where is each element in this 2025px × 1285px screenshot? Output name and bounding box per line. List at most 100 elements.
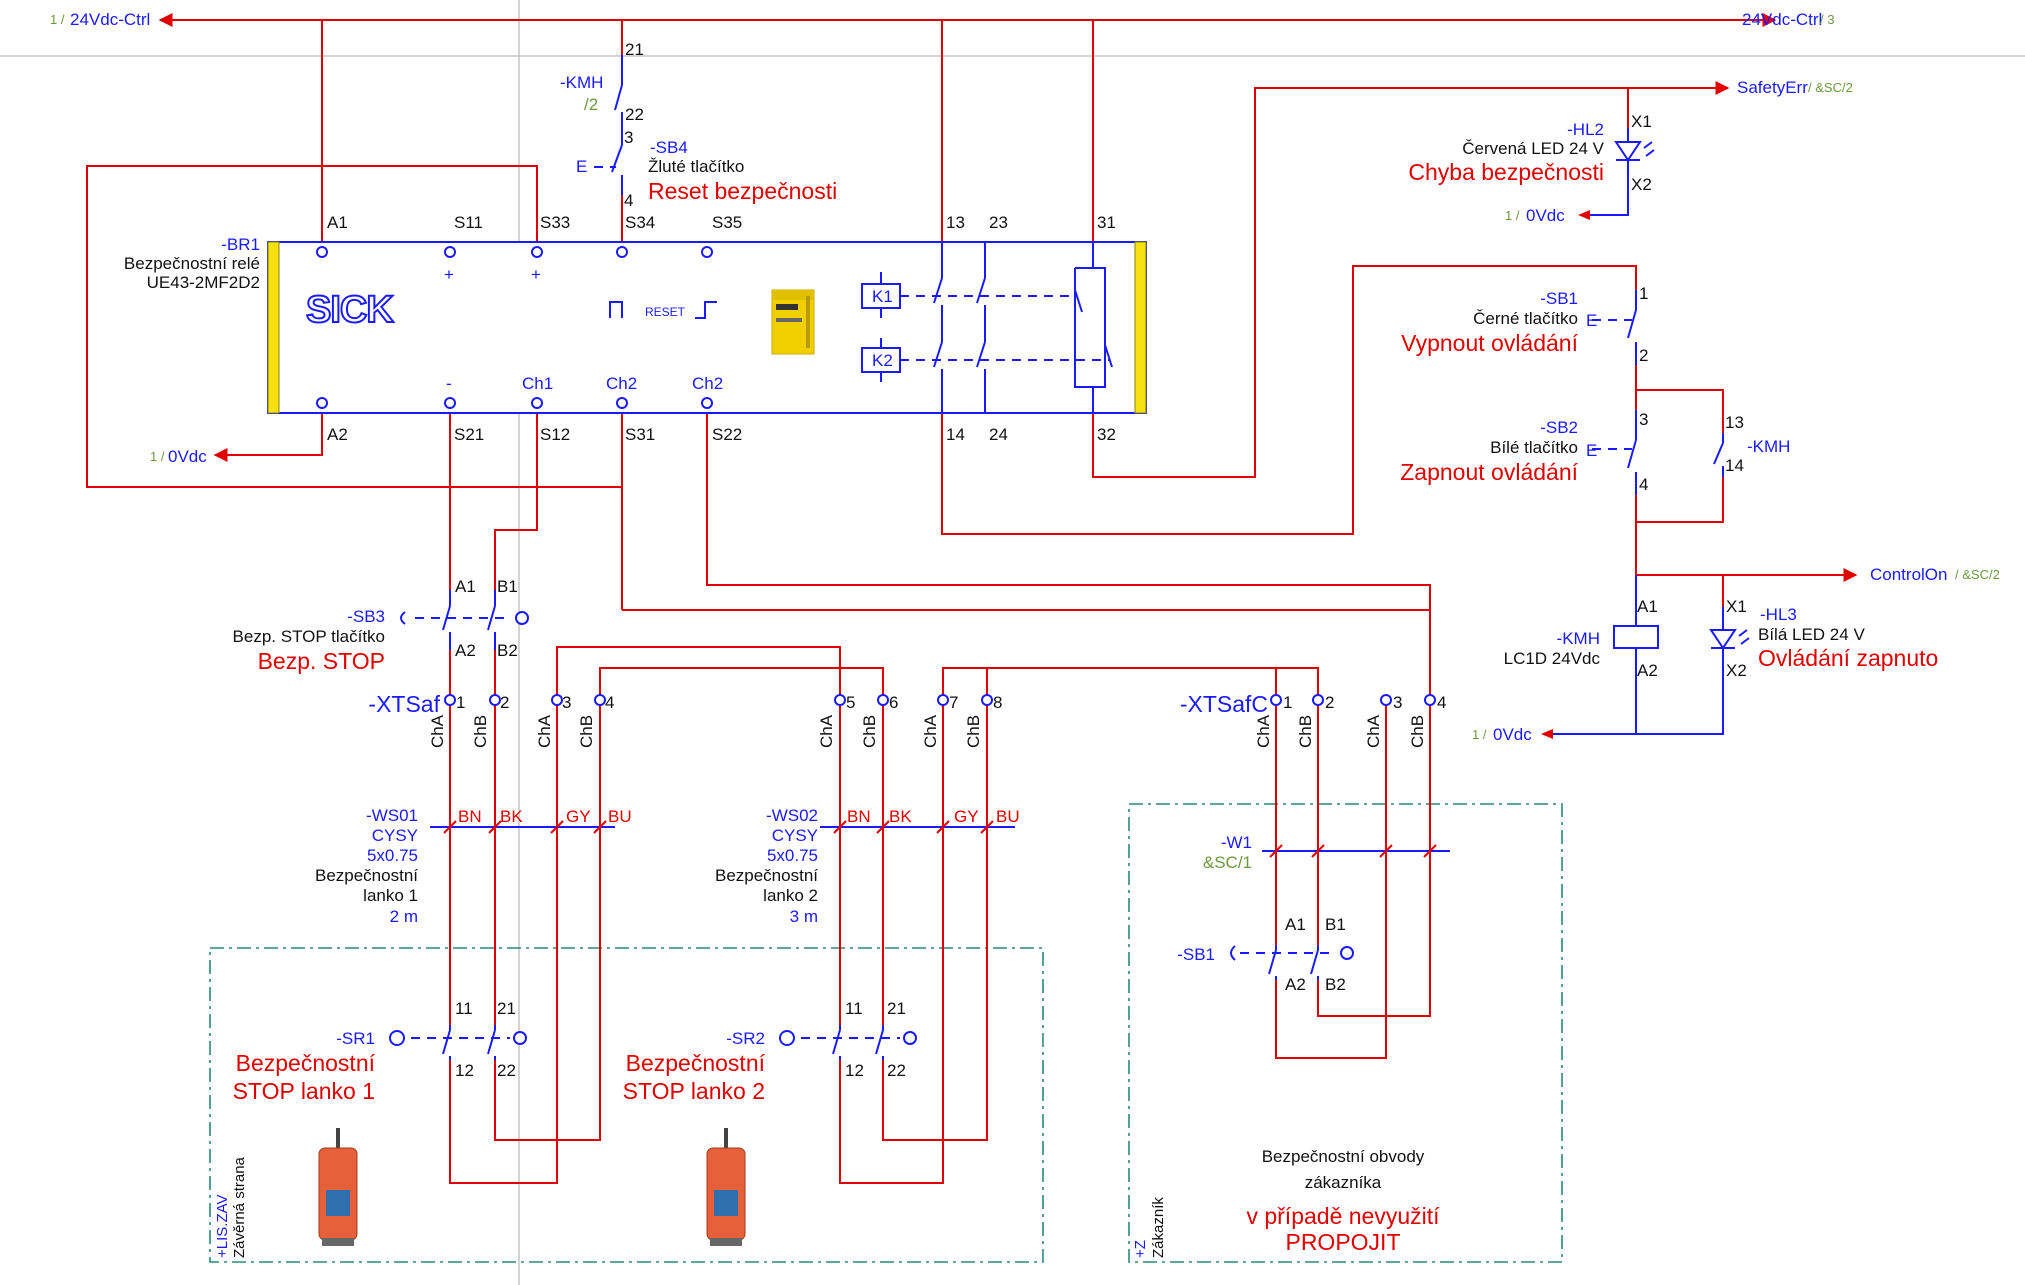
sb1-pin-2: 2	[1639, 346, 1648, 365]
ws02-tag: -WS02	[766, 806, 818, 825]
relay-ch2-b: Ch2	[692, 374, 723, 393]
sb4-title: Reset bezpečnosti	[648, 178, 837, 204]
ws02-size: 5x0.75	[767, 846, 818, 865]
sb2-title: Zapnout ovládání	[1400, 459, 1578, 485]
sb1c-pin-a1: A1	[1285, 915, 1306, 934]
zone-lis-zav-border	[209, 947, 1044, 1263]
relay-tag: -BR1	[221, 235, 260, 254]
relay-pin-s22: S22	[712, 425, 742, 444]
customer-note-line1: Bezpečnostní obvody	[1262, 1147, 1425, 1166]
xtsafc-pin-1: 1	[1283, 693, 1292, 712]
relay-pin-a2: A2	[327, 425, 348, 444]
xtsafc-pin-2: 2	[1325, 693, 1334, 712]
ws02-core-gy: GY	[954, 807, 979, 826]
zone-z-tag: +Z	[1132, 1240, 1149, 1258]
w1-ref: &SC/1	[1203, 853, 1252, 872]
relay-pin-s21: S21	[454, 425, 484, 444]
kmh-coil-pin-a2: A2	[1637, 661, 1658, 680]
relay-line2: UE43-2MF2D2	[147, 273, 260, 292]
kmh-self-pin-13: 13	[1725, 413, 1744, 432]
ws01-desc2: lanko 1	[363, 886, 418, 905]
kmh-coil-tag: -KMH	[1557, 629, 1600, 648]
kmh-coil-pin-a1: A1	[1637, 597, 1658, 616]
hl3-tag: -HL3	[1760, 605, 1797, 624]
xtsaf-pin-4: 4	[605, 693, 614, 712]
sr1-pin-12: 12	[455, 1061, 474, 1080]
rail-left-prefix: 1 /	[50, 12, 65, 27]
kmh-self-tag: -KMH	[1747, 437, 1790, 456]
zero-kmh-prefix: 1 /	[1472, 727, 1487, 742]
sr2-tag: -SR2	[726, 1029, 765, 1048]
ws02-type: CYSY	[772, 826, 818, 845]
xtsaf-pin-2: 2	[500, 693, 509, 712]
kmh-coil-desc: LC1D 24Vdc	[1504, 649, 1601, 668]
sb2-pin-3: 3	[1639, 410, 1648, 429]
relay-pin-s34: S34	[625, 213, 655, 232]
sr2-title1: Bezpečnostní	[626, 1050, 766, 1076]
customer-note-warn1: v případě nevyužití	[1246, 1203, 1440, 1229]
sb2-actuator: E	[1586, 441, 1597, 460]
ws01-core-bu: BU	[608, 807, 632, 826]
hl2-title: Chyba bezpečnosti	[1408, 159, 1604, 185]
sr2-pin-21: 21	[887, 999, 906, 1018]
sr1-pin-22: 22	[497, 1061, 516, 1080]
relay-ch2-a: Ch2	[606, 374, 637, 393]
red-wiring	[86, 13, 1858, 1184]
rope-switch-picture-1	[318, 1128, 358, 1246]
relay-pin-a1: A1	[327, 213, 348, 232]
sb1-desc: Černé tlačítko	[1473, 309, 1578, 328]
ws02-core-bu: BU	[996, 807, 1020, 826]
zero-left-label: 0Vdc	[168, 447, 207, 466]
sb4-tag: -SB4	[650, 138, 688, 157]
ws02-core-bn: BN	[847, 807, 871, 826]
xtsaf-ch-5: ChA	[817, 714, 836, 748]
sr2-title2: STOP lanko 2	[623, 1078, 765, 1104]
kmh-contact-tag: -KMH	[560, 73, 603, 92]
xtsafc-ch-4: ChB	[1408, 715, 1427, 748]
relay-pin-24: 24	[989, 425, 1008, 444]
xtsaf-ch-4: ChB	[577, 715, 596, 748]
xtsafc-tag: -XTSafC	[1180, 691, 1268, 717]
sr2-pin-22: 22	[887, 1061, 906, 1080]
relay-plus-1: +	[444, 265, 454, 284]
sb3-tag: -SB3	[347, 607, 385, 626]
sb2-tag: -SB2	[1540, 418, 1578, 437]
sb4-pin-4: 4	[624, 191, 633, 210]
zone-lis-desc: Závěrná strana	[231, 1156, 248, 1258]
rope-switch-picture-2	[706, 1128, 746, 1246]
blue-wiring	[389, 55, 1750, 1060]
hl3-title: Ovládání zapnuto	[1758, 645, 1938, 671]
kmh-self-pin-14: 14	[1725, 456, 1744, 475]
safety-relay-br1: SICK RESET K1 K2	[267, 241, 1147, 414]
sb3-desc: Bezp. STOP tlačítko	[233, 627, 385, 646]
coil-k1-label: K1	[872, 287, 893, 306]
xtsaf-terminals	[444, 694, 1436, 706]
xtsafc-ch-2: ChB	[1296, 715, 1315, 748]
hl3-desc: Bílá LED 24 V	[1758, 625, 1865, 644]
customer-note-line2: zákazníka	[1305, 1173, 1382, 1192]
sr1-title1: Bezpečnostní	[236, 1050, 376, 1076]
ws02-core-bk: BK	[889, 807, 912, 826]
sr1-pin-11: 11	[455, 999, 473, 1018]
hl2-pin-x2: X2	[1631, 175, 1652, 194]
ws02-desc2: lanko 2	[763, 886, 818, 905]
xtsafc-pin-3: 3	[1393, 693, 1402, 712]
kmh-pin-22: 22	[625, 105, 644, 124]
xtsaf-pin-1: 1	[456, 693, 465, 712]
relay-pin-23: 23	[989, 213, 1008, 232]
cable-ticks	[443, 820, 1437, 858]
xtsaf-tag: -XTSaf	[368, 691, 440, 717]
sb1c-pin-a2: A2	[1285, 975, 1306, 994]
xtsaf-pin-5: 5	[846, 693, 855, 712]
ws01-size: 5x0.75	[367, 846, 418, 865]
sr1-pin-21: 21	[497, 999, 516, 1018]
sb3-pin-a2: A2	[455, 641, 476, 660]
xtsaf-pin-6: 6	[889, 693, 898, 712]
sb4-desc: Žluté tlačítko	[648, 157, 744, 176]
customer-note-warn2: PROPOJIT	[1285, 1229, 1400, 1255]
xtsaf-ch-3: ChA	[535, 714, 554, 748]
relay-pin-s33: S33	[540, 213, 570, 232]
sb3-pin-a1: A1	[455, 577, 476, 596]
ws01-core-gy: GY	[566, 807, 591, 826]
